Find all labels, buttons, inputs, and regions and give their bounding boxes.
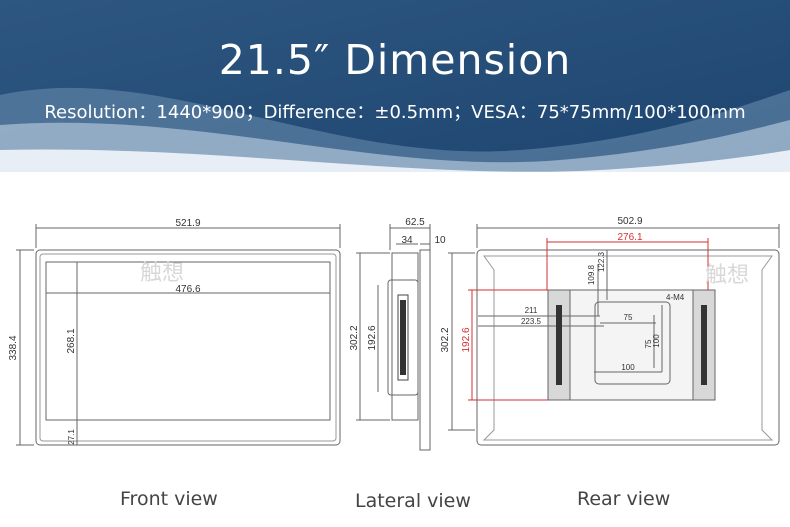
rear-width-label: 502.9	[617, 216, 642, 227]
spec-subtitle: Resolution：1440*900；Difference：±0.5mm；VE…	[44, 102, 746, 123]
rear-inner-frame	[482, 255, 774, 441]
watermark-front: 触想	[140, 261, 184, 286]
lateral-height-label: 302.2	[349, 325, 360, 350]
lateral-view-drawing	[356, 224, 431, 451]
front-view-drawing	[16, 224, 341, 446]
rear-screw-label: 4-M4	[666, 293, 685, 302]
lateral-body	[391, 252, 419, 421]
rear-handle-grips	[400, 300, 707, 385]
lateral-depth-label: 62.5	[405, 217, 425, 228]
rear-vesa-100-h: 100	[621, 363, 635, 372]
caption-rear-view: Rear view	[577, 488, 671, 510]
lateral-body-depth-label: 34	[401, 235, 413, 246]
dimension-drawing: 521.9 476.6 338.4 268.1 27.1 62.5 34 10 …	[8, 216, 780, 451]
lateral-bracket	[387, 279, 419, 396]
header-banner: 21.5″ Dimension Resolution：1440*900；Diff…	[0, 0, 790, 172]
rear-view-drawing	[448, 224, 780, 446]
rear-vesa-100-v: 100	[652, 334, 661, 348]
front-outer-frame	[35, 249, 341, 446]
rear-bracket-width-label: 276.1	[617, 232, 642, 243]
rear-dim-109-8: 109.8	[587, 264, 596, 285]
rear-height-label: 302.2	[440, 327, 451, 352]
front-bottom-margin-label: 27.1	[67, 429, 76, 445]
rear-vesa-75-v: 75	[644, 339, 653, 348]
watermark-rear: 触想	[705, 263, 749, 288]
rear-dim-223-5: 223.5	[521, 317, 542, 326]
front-inner-frame	[39, 253, 337, 442]
rear-dim-122-3: 122.3	[597, 251, 606, 272]
lateral-bracket-height-label: 192.6	[367, 325, 378, 350]
front-screen	[45, 261, 331, 421]
front-screen-width-label: 476.6	[175, 284, 200, 295]
lateral-bezel-depth-label: 10	[434, 235, 446, 246]
banner-background	[0, 0, 790, 172]
caption-front-view: Front view	[120, 488, 218, 510]
rear-vesa-75-h: 75	[624, 313, 633, 322]
front-width-label: 521.9	[175, 218, 200, 229]
front-height-label: 338.4	[8, 335, 19, 360]
page-title: 21.5″ Dimension	[218, 36, 572, 84]
rear-bracket-height-label: 192.6	[461, 327, 472, 352]
caption-lateral-view: Lateral view	[355, 490, 471, 512]
rear-outer-frame	[476, 249, 780, 446]
rear-red-dims	[468, 238, 709, 401]
lateral-bezel	[419, 249, 431, 451]
rear-dim-211: 211	[525, 306, 538, 315]
rear-vesa-area	[594, 301, 671, 385]
front-screen-height-label: 268.1	[66, 328, 77, 353]
